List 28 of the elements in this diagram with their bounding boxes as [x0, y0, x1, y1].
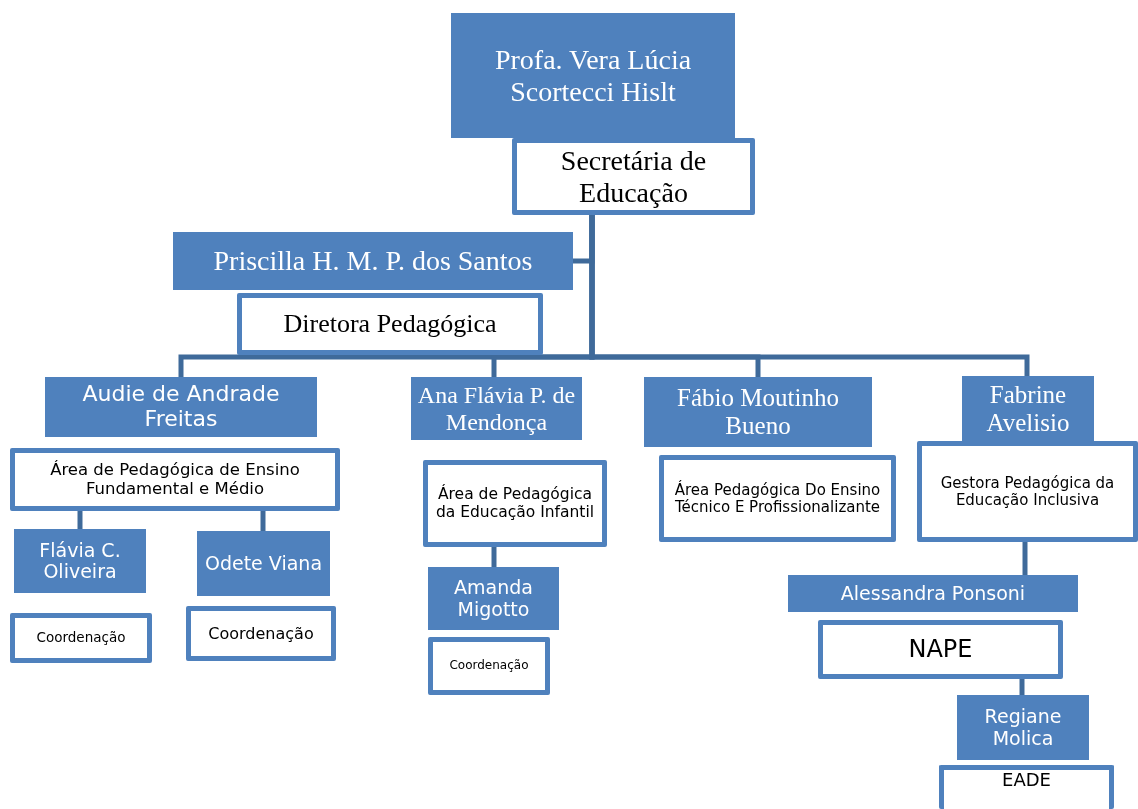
- name-box: Alessandra Ponsoni: [788, 575, 1078, 612]
- connector-line: [77, 511, 83, 529]
- name-box: Fabrine Avelisio: [962, 376, 1094, 441]
- name-box: Audie de Andrade Freitas: [45, 377, 317, 437]
- role-box: Secretária de Educação: [512, 138, 755, 215]
- name-box: Priscilla H. M. P. dos Santos: [173, 232, 573, 290]
- role-box: NAPE: [818, 620, 1063, 679]
- role-box: Coordenação: [10, 613, 152, 663]
- name-box: Amanda Migotto: [428, 567, 559, 630]
- role-box: Área de Pedagógica de Ensino Fundamental e Médio: [10, 448, 340, 511]
- role-box: Área de Pedagógica da Educação Infantil: [423, 460, 607, 547]
- name-box: Regiane Molica: [957, 695, 1089, 760]
- role-box: Área Pedagógica Do Ensino Técnico E Profissionalizante: [659, 455, 896, 542]
- connector-line: [491, 547, 497, 567]
- role-box: Coordenação: [186, 606, 336, 661]
- name-box: Ana Flávia P. de Mendonça: [411, 377, 582, 440]
- name-box: Fábio Moutinho Bueno: [644, 377, 872, 447]
- role-box: Coordenação: [428, 637, 550, 695]
- role-box: Diretora Pedagógica: [237, 293, 543, 355]
- role-box: Gestora Pedagógica da Educação Inclusiva: [917, 441, 1138, 542]
- name-box: Odete Viana: [197, 531, 330, 596]
- connector-line: [1022, 542, 1028, 575]
- connector-line: [589, 215, 1030, 376]
- name-box: Flávia C. Oliveira: [14, 529, 146, 593]
- connector-line: [260, 511, 266, 531]
- role-box: EADE: [939, 765, 1114, 809]
- name-box: Profa. Vera Lúcia Scortecci Hislt: [451, 13, 735, 138]
- connector-line: [1019, 679, 1025, 695]
